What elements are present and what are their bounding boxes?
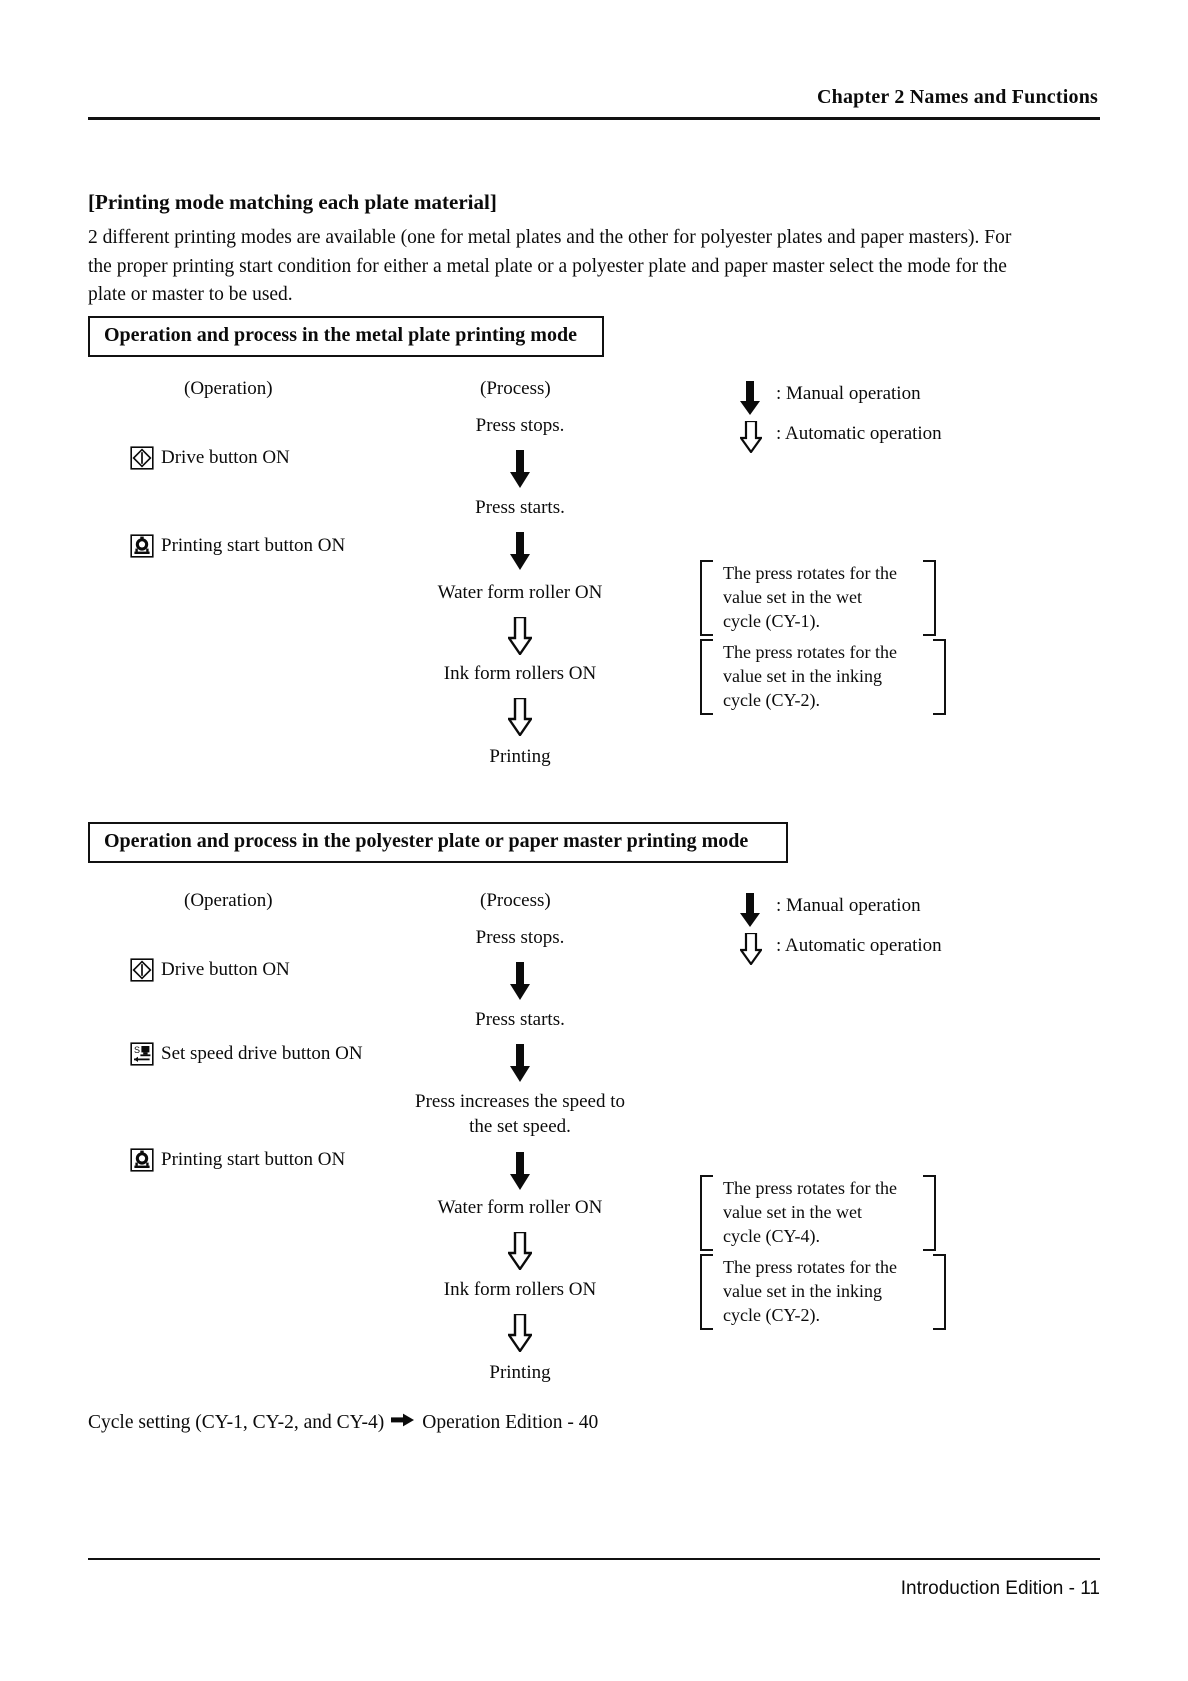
note-text: The press rotates for the value set in t…	[723, 642, 897, 710]
operation-item-drive-button: Drive button ON	[130, 958, 290, 982]
operation-item-drive-button: Drive button ON	[130, 446, 290, 470]
printing-start-button-icon	[130, 534, 154, 558]
note-text: The press rotates for the value set in t…	[723, 563, 897, 631]
bracket-right	[923, 1175, 936, 1251]
operation-item-printing-start-button: Printing start button ON	[130, 1148, 345, 1172]
drive-button-icon	[130, 958, 154, 982]
bracket-left	[700, 639, 713, 715]
column-header-process: (Process)	[480, 890, 551, 911]
intro-paragraph: 2 different printing modes are available…	[88, 227, 1012, 306]
page-title: [Printing mode matching each plate mater…	[88, 190, 497, 214]
process-step-5: Printing	[489, 1362, 551, 1383]
bracket-right	[933, 1254, 946, 1330]
cycle-setting-target: Operation Edition - 40	[422, 1412, 599, 1433]
process-step-1: Press starts.	[475, 1009, 565, 1030]
page-header: Chapter 2 Names and Functions	[88, 86, 1100, 120]
operation-item-label: Printing start button ON	[161, 535, 346, 556]
svg-text:S: S	[134, 1045, 140, 1055]
process-step-2: Water form roller ON	[437, 582, 603, 603]
page-number: Introduction Edition - 11	[900, 1578, 1100, 1599]
process-step-2: Press increases the speed to the set spe…	[415, 1091, 625, 1137]
flow-arrow-automatic	[330, 698, 710, 736]
cycle-setting-text: Cycle setting (CY-1, CY-2, and CY-4)	[88, 1412, 385, 1433]
process-step-3: Water form roller ON	[437, 1197, 603, 1218]
legend-manual-label: : Manual operation	[776, 383, 921, 404]
legend-automatic-label: : Automatic operation	[776, 423, 942, 444]
operation-item-label: Printing start button ON	[161, 1149, 346, 1170]
legend-automatic: : Automatic operation	[740, 933, 942, 965]
process-step-4: Printing	[489, 746, 551, 767]
cycle-setting-reference: Cycle setting (CY-1, CY-2, and CY-4) Ope…	[88, 1412, 598, 1434]
column-header-operation: (Operation)	[184, 890, 273, 911]
flow-arrow-manual	[330, 962, 710, 1000]
legend-automatic: : Automatic operation	[740, 421, 942, 453]
manual-arrow-icon	[740, 381, 764, 415]
operation-item-label: Drive button ON	[161, 447, 290, 468]
flow-arrow-automatic	[330, 1232, 710, 1270]
legend-automatic-label: : Automatic operation	[776, 935, 942, 956]
mode-heading-metal: Operation and process in the metal plate…	[88, 316, 604, 357]
bracket-right	[923, 560, 936, 636]
right-arrow-icon	[391, 1412, 415, 1434]
note-inking-cycle: The press rotates for the value set in t…	[700, 1254, 946, 1330]
note-text: The press rotates for the value set in t…	[723, 1178, 897, 1246]
flow-arrow-manual	[330, 532, 710, 570]
bracket-left	[700, 560, 713, 636]
flow-arrow-automatic	[330, 1314, 710, 1352]
drive-button-icon	[130, 446, 154, 470]
column-header-operation: (Operation)	[184, 378, 273, 399]
process-step-1: Press starts.	[475, 497, 565, 518]
operation-item-printing-start-button: Printing start button ON	[130, 534, 345, 558]
flow-arrow-manual	[330, 1044, 710, 1082]
process-step-4: Ink form rollers ON	[443, 1279, 597, 1300]
bracket-left	[700, 1254, 713, 1330]
process-step-0: Press stops.	[475, 927, 565, 948]
column-header-process: (Process)	[480, 378, 551, 399]
footer-divider	[88, 1558, 1100, 1560]
bracket-right	[933, 639, 946, 715]
flow-arrow-manual	[330, 450, 710, 488]
automatic-arrow-icon	[740, 421, 764, 453]
header-divider	[88, 117, 1100, 120]
automatic-arrow-icon	[740, 933, 764, 965]
flow-arrow-manual	[330, 1152, 710, 1190]
legend-manual-label: : Manual operation	[776, 895, 921, 916]
printing-start-button-icon	[130, 1148, 154, 1172]
operation-item-set-speed-drive-button: S Set speed drive button ON	[130, 1042, 363, 1066]
note-inking-cycle: The press rotates for the value set in t…	[700, 639, 946, 715]
chapter-title: Chapter 2 Names and Functions	[816, 86, 1098, 108]
mode-heading-polyester: Operation and process in the polyester p…	[88, 822, 788, 863]
legend-manual: : Manual operation	[740, 381, 921, 415]
note-text: The press rotates for the value set in t…	[723, 1257, 897, 1325]
manual-arrow-icon	[740, 893, 764, 927]
note-wet-cycle: The press rotates for the value set in t…	[700, 560, 936, 636]
process-step-3: Ink form rollers ON	[443, 663, 597, 684]
operation-item-label: Drive button ON	[161, 959, 290, 980]
set-speed-drive-button-icon: S	[130, 1042, 154, 1066]
operation-item-label: Set speed drive button ON	[161, 1043, 363, 1064]
note-wet-cycle: The press rotates for the value set in t…	[700, 1175, 936, 1251]
process-step-0: Press stops.	[475, 415, 565, 436]
flow-arrow-automatic	[330, 617, 710, 655]
bracket-left	[700, 1175, 713, 1251]
legend-manual: : Manual operation	[740, 893, 921, 927]
